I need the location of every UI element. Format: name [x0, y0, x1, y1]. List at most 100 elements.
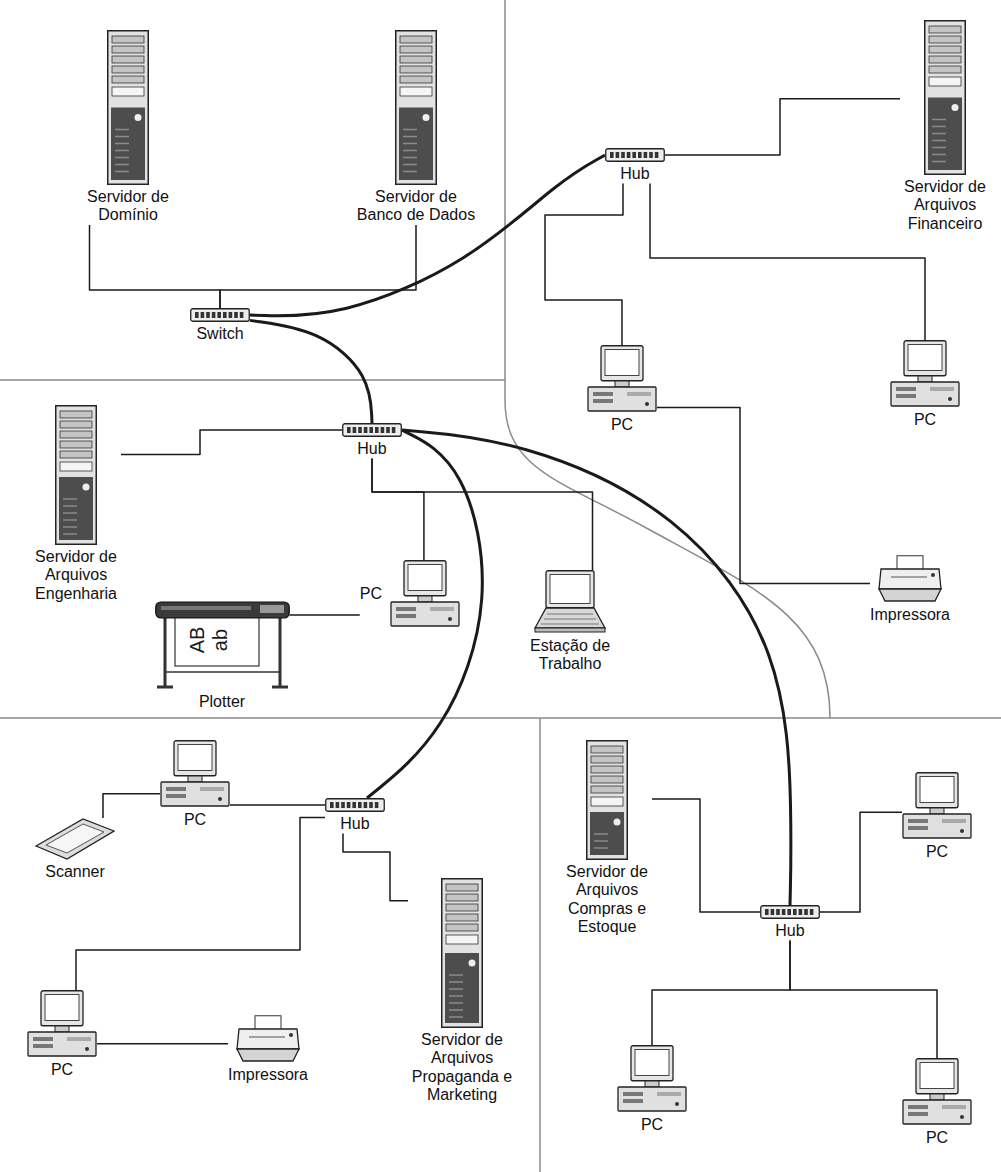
- server-case: [442, 879, 483, 1028]
- monitor-neck: [418, 596, 432, 602]
- vent-line: [63, 533, 77, 535]
- server-case: [587, 741, 628, 860]
- hub-case: [606, 149, 665, 162]
- port: [638, 152, 642, 158]
- port: [621, 152, 625, 158]
- vent-line: [449, 981, 463, 983]
- network-cable: [652, 799, 760, 912]
- monitor-neck: [930, 1094, 944, 1100]
- drive-bay: [112, 76, 144, 83]
- drive-slot: [908, 826, 928, 830]
- pc-node: PC: [902, 1058, 972, 1147]
- drive-slot: [593, 392, 613, 396]
- server-node: Servidor de Arquivos Financeiro: [900, 20, 990, 233]
- front-panel: [67, 1037, 91, 1041]
- server-node: Servidor de Domínio: [73, 30, 183, 225]
- network-cable: [650, 183, 925, 340]
- printer-body: [879, 569, 941, 589]
- device-label: Hub: [357, 440, 386, 458]
- system-unit: [903, 1100, 971, 1124]
- device-label: PC: [641, 1116, 663, 1134]
- port: [201, 312, 205, 318]
- vent-line: [63, 498, 77, 500]
- front-panel: [627, 392, 651, 396]
- keyboard-row: [541, 624, 599, 625]
- server-node: Servidor de Arquivos Compras e Estoque: [562, 740, 652, 937]
- screen: [408, 565, 442, 591]
- hub-node: Hub: [605, 148, 665, 183]
- pc-icon: [160, 740, 230, 808]
- screen: [178, 745, 212, 771]
- vent-line: [403, 171, 417, 173]
- system-unit: [391, 602, 459, 626]
- hub-case: [761, 906, 820, 919]
- plotter-highlight: [161, 606, 251, 610]
- vent-line: [63, 512, 77, 514]
- drive-bay: [929, 56, 961, 63]
- device-label: PC: [184, 811, 206, 829]
- port: [632, 152, 636, 158]
- printer-button: [289, 1033, 293, 1037]
- device-label: PC: [611, 416, 633, 434]
- port: [655, 152, 659, 158]
- paper-sheet: [255, 1016, 281, 1030]
- drive-bay: [929, 36, 961, 43]
- vent-line: [115, 150, 129, 152]
- pc-icon: [902, 772, 972, 840]
- paper-tray: [879, 589, 941, 601]
- server-icon: [924, 20, 966, 175]
- port: [369, 802, 373, 808]
- vent-line: [403, 164, 417, 166]
- network-cable: [343, 833, 408, 900]
- drive-bay: [400, 66, 432, 73]
- system-unit: [903, 814, 971, 838]
- drive-bay: [112, 36, 144, 43]
- plotter-crossbar: [165, 671, 280, 673]
- power-button: [952, 104, 959, 111]
- server-icon: [55, 405, 97, 545]
- screen: [908, 345, 942, 371]
- monitor-neck: [918, 376, 932, 382]
- port: [336, 802, 340, 808]
- device-label: PC: [926, 843, 948, 861]
- port: [341, 802, 345, 808]
- pc-icon: [390, 560, 460, 628]
- vent-line: [932, 126, 946, 128]
- switch-icon: [190, 308, 250, 322]
- system-unit: [28, 1032, 96, 1056]
- network-cable: [290, 614, 360, 616]
- drive-slot: [908, 1112, 928, 1116]
- paper-slot: [891, 576, 927, 577]
- plotter-paper-text: AB: [187, 627, 207, 654]
- vent-line: [403, 136, 417, 138]
- port: [369, 427, 373, 433]
- device-label: Hub: [775, 922, 804, 940]
- server-node: Servidor de Arquivos Engenharia: [31, 405, 121, 603]
- pc-icon: [27, 990, 97, 1058]
- device-label: Switch: [196, 325, 243, 343]
- hub-case: [326, 799, 385, 812]
- hub-icon: [760, 905, 820, 919]
- pc-node: PC: [902, 772, 972, 861]
- drive-bay: [929, 46, 961, 53]
- hub-node: Hub: [342, 423, 402, 458]
- drive-slot: [908, 819, 928, 823]
- device-label: PC: [926, 1129, 948, 1147]
- network-cable: [76, 817, 325, 990]
- server-case: [925, 21, 966, 175]
- vent-line: [932, 133, 946, 135]
- drive-bay: [112, 56, 144, 63]
- network-cable: [545, 183, 623, 345]
- device-label: Impressora: [228, 1066, 308, 1084]
- drive-bay: [60, 431, 92, 438]
- monitor-neck: [930, 808, 944, 814]
- printer-body: [237, 1029, 299, 1049]
- control-panel: [400, 87, 432, 96]
- monitor: [916, 1059, 958, 1094]
- vent-line: [932, 161, 946, 163]
- port: [386, 427, 390, 433]
- port: [765, 909, 769, 915]
- drive-bay: [446, 904, 478, 911]
